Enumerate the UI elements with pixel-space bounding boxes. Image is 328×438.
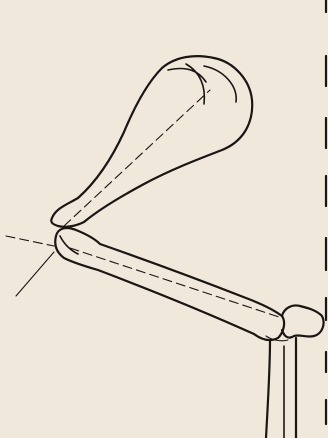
- upper-bone-axis: [64, 90, 210, 226]
- upper-bone: [51, 56, 252, 227]
- lower-bone-proximal-end: [60, 236, 78, 254]
- angle-lines: [6, 236, 54, 296]
- end-bone-shaft-left: [266, 340, 270, 438]
- upper-bone-outline: [51, 56, 252, 227]
- angle-line-horizontal: [6, 236, 54, 246]
- lower-bone: [55, 228, 284, 340]
- end-bone: [266, 305, 324, 438]
- lower-bone-outline: [55, 228, 284, 340]
- angle-line-diagonal: [16, 252, 54, 296]
- lower-bone-axis: [70, 248, 282, 318]
- upper-bone-head-ridge-2: [204, 66, 236, 102]
- end-bone-head: [282, 305, 324, 337]
